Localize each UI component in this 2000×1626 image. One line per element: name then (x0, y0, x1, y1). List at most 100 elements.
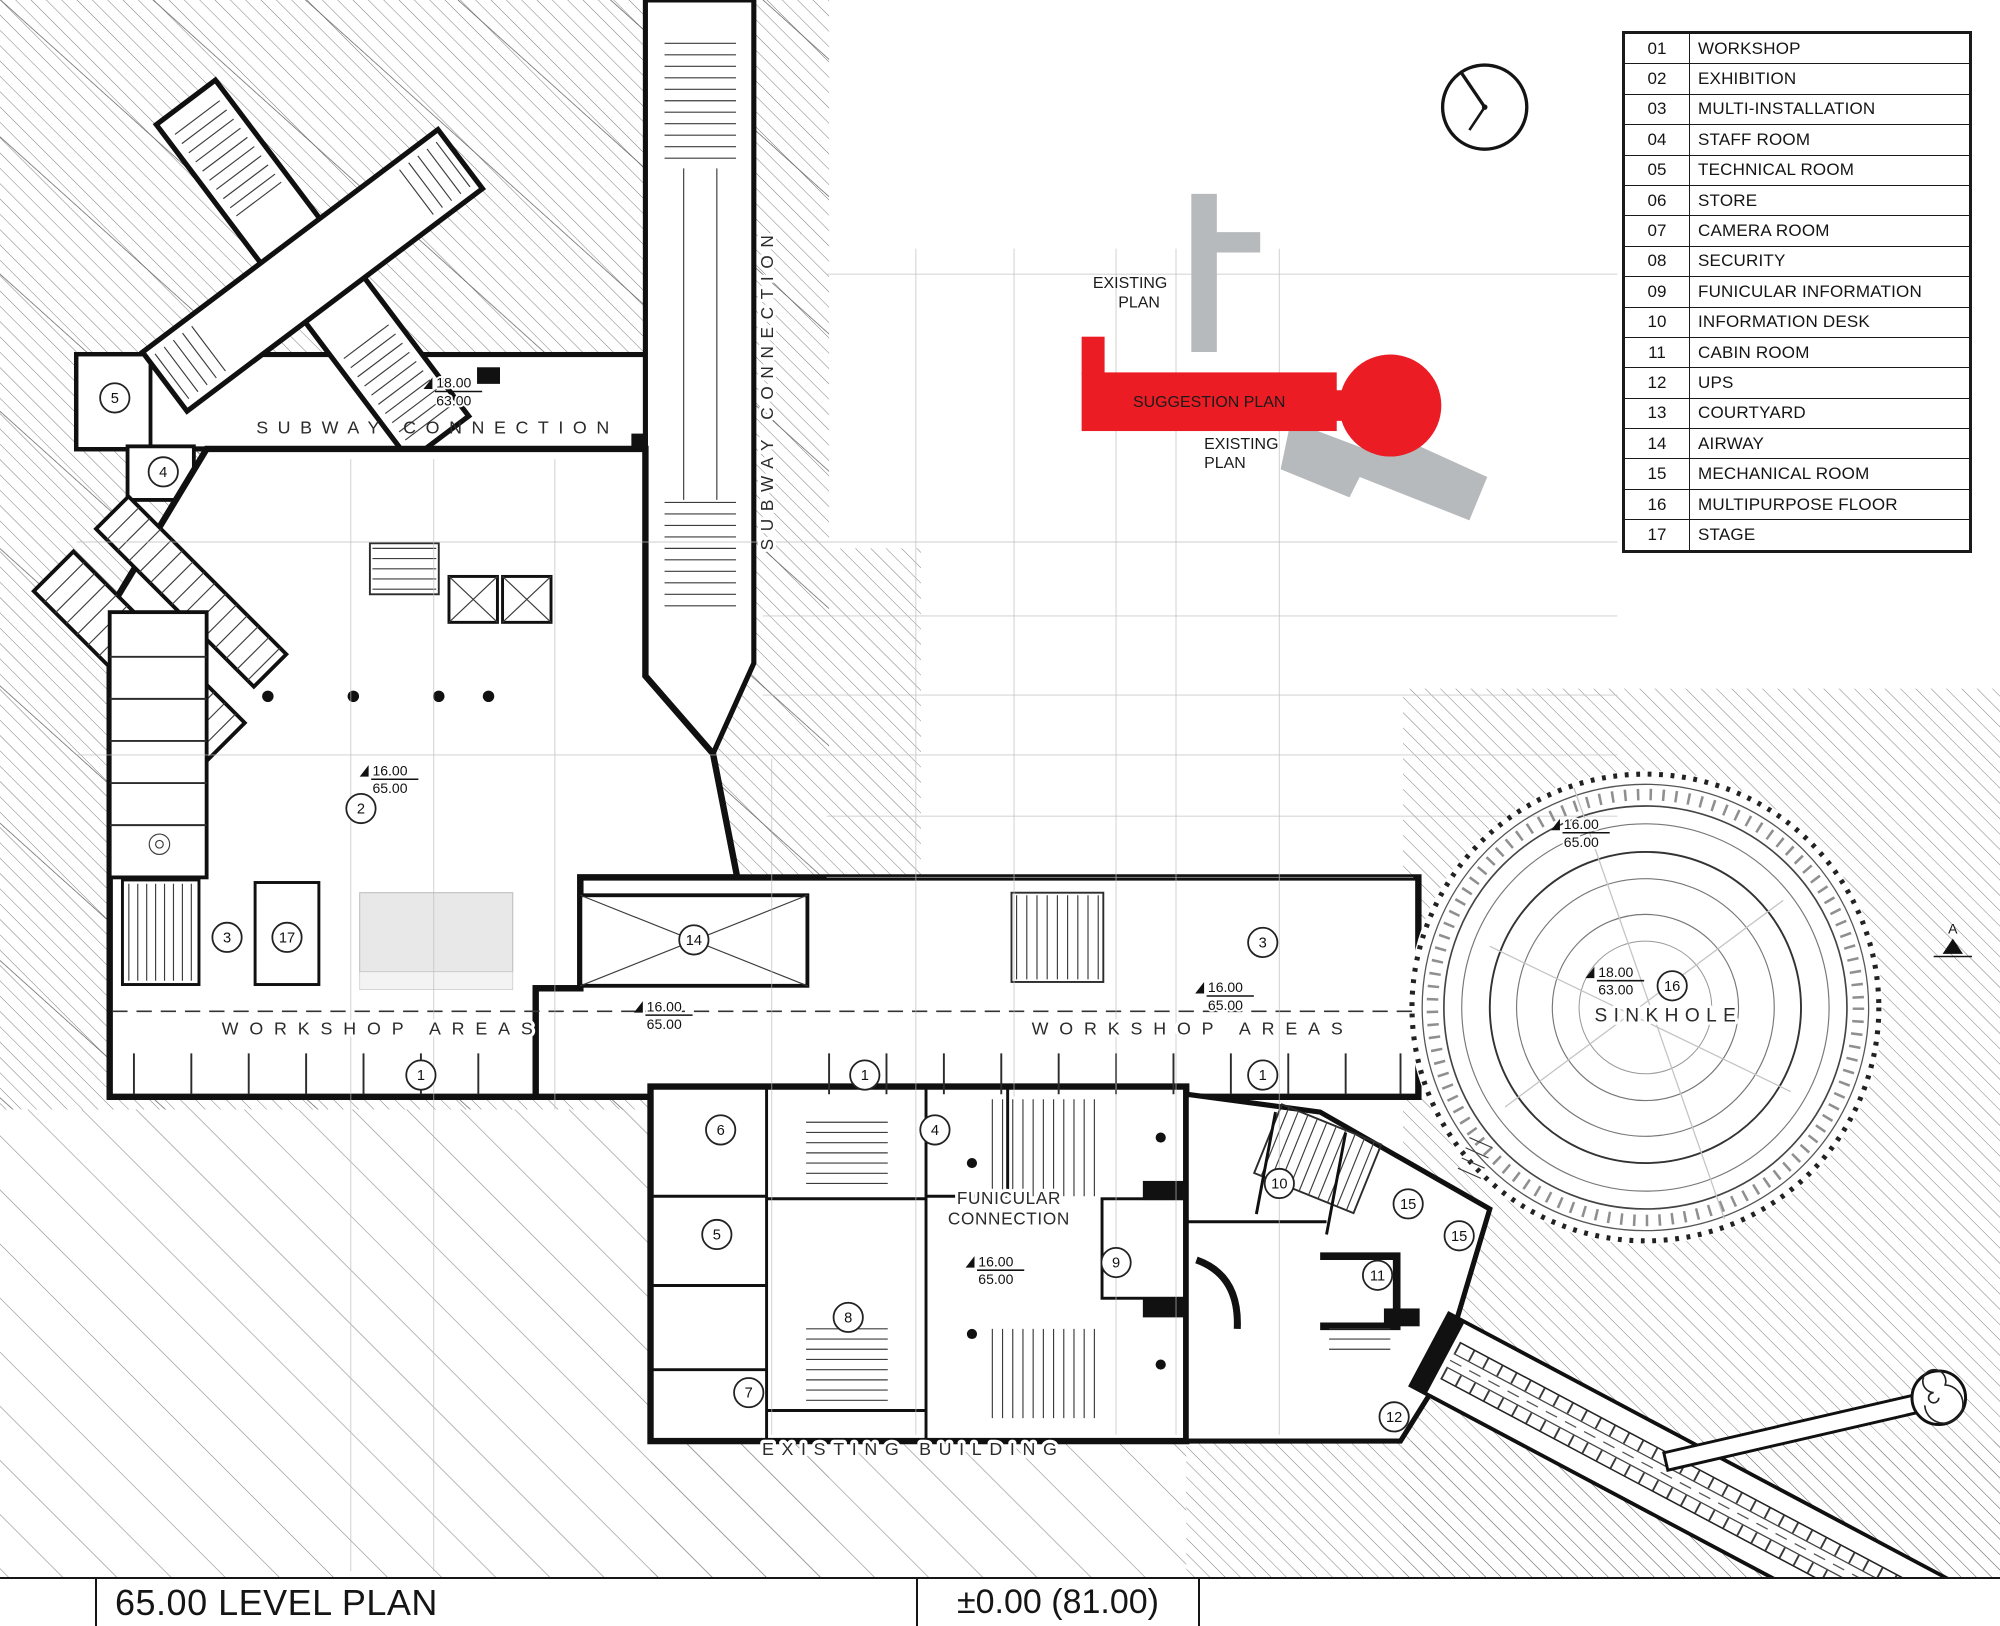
room-marker: 1 (1247, 1059, 1279, 1091)
room-marker-number: 15 (1451, 1229, 1467, 1245)
legend-room-number: 16 (1624, 488, 1690, 521)
room-marker: 17 (271, 921, 303, 953)
room-marker: 11 (1361, 1259, 1394, 1291)
legend-room-number: 06 (1624, 184, 1690, 217)
room-marker: 1 (405, 1059, 437, 1091)
legend-room-label: COURTYARD (1689, 397, 1970, 430)
existing-building-label: EXISTING BUILDING (762, 1439, 1065, 1459)
key-plan-existing-upper (1191, 193, 1261, 352)
room-marker-number: 2 (357, 802, 365, 818)
legend-room-number: 15 (1624, 458, 1690, 490)
legend-room-label: WORKSHOP (1689, 32, 1970, 65)
legend-room-label: INFORMATION DESK (1689, 306, 1970, 338)
room-marker: 4 (147, 456, 179, 488)
elevation-lower-value: 63.00 (1598, 982, 1633, 998)
escalator-bank-2 (93, 493, 290, 690)
legend-room-label: CAMERA ROOM (1689, 215, 1970, 247)
room-marker: 10 (1263, 1167, 1295, 1200)
room-marker: 16 (1656, 970, 1688, 1002)
legend-room-number: 02 (1624, 63, 1690, 95)
room-marker: 5 (99, 382, 131, 414)
gridlines (76, 248, 1618, 1572)
legend-room-label: MULTIPURPOSE FLOOR (1689, 488, 1970, 521)
legend-room-number: 03 (1624, 93, 1690, 126)
room-marker-number: 10 (1271, 1177, 1287, 1193)
clock-icon (1440, 63, 1529, 151)
room-marker-number: 5 (111, 391, 119, 407)
legend-room-number: 12 (1624, 367, 1690, 399)
band-stair-shaft (1010, 891, 1105, 983)
workshop-stalls (112, 1010, 1414, 1095)
datum-value: ±0.00 (81.00) (916, 1579, 1198, 1626)
legend-room-number: 11 (1624, 336, 1690, 369)
elevation-lower-value: 65.00 (372, 780, 407, 796)
room-marker-number: 6 (717, 1123, 725, 1139)
room-marker: 6 (705, 1114, 737, 1146)
room-marker-number: 9 (1112, 1256, 1120, 1272)
sinkhole-label: SINKHOLE (1594, 1006, 1742, 1027)
room-marker: 9 (1100, 1246, 1132, 1279)
room-marker: 2 (345, 792, 377, 825)
elevation-upper-value: 16.00 (372, 762, 407, 778)
key-plan: EXISTING PLAN SUGGESTION PLAN EXISTING P… (1081, 193, 1488, 521)
legend-room-number: 14 (1624, 428, 1690, 460)
annex-interior (1186, 1103, 1420, 1350)
room-marker: 4 (919, 1114, 951, 1146)
room-marker-number: 1 (417, 1068, 425, 1084)
key-plan-existing-bottom-label2: PLAN (1204, 455, 1246, 472)
room-marker-number: 15 (1400, 1197, 1416, 1213)
subway-connection-top-label: SUBWAY CONNECTION (256, 418, 619, 438)
plan-details (107, 367, 1420, 1442)
legend-room-number: 13 (1624, 397, 1690, 430)
stage-rooms (120, 878, 514, 991)
room-marker-number: 16 (1664, 979, 1680, 995)
legend-room-number: 01 (1624, 32, 1690, 65)
room-marker-number: 1 (861, 1068, 869, 1084)
room-marker-number: 17 (279, 930, 295, 946)
legend-room-label: UPS (1689, 367, 1970, 399)
legend-room-label: TECHNICAL ROOM (1689, 154, 1970, 186)
legend-room-label: AIRWAY (1689, 428, 1970, 460)
room-marker-number: 7 (745, 1386, 753, 1402)
key-plan-suggestion-bar (1081, 372, 1337, 432)
room-marker: 3 (1247, 926, 1279, 959)
workshop-areas-left-label: WORKSHOP AREAS (222, 1018, 544, 1038)
room-marker: 12 (1378, 1401, 1410, 1433)
room-marker: 7 (733, 1377, 765, 1409)
legend-room-label: STAFF ROOM (1689, 124, 1970, 156)
room-marker: 15 (1392, 1188, 1424, 1220)
key-plan-existing-top-label2: PLAN (1118, 294, 1160, 311)
escalator-cross (138, 76, 487, 465)
level-title: 65.00 LEVEL PLAN (115, 1581, 438, 1623)
sinkhole-disc (1408, 770, 1883, 1245)
sinkhole (1409, 771, 1882, 1244)
funicular-connection-label-line2: CONNECTION (948, 1208, 1070, 1228)
elevation-lower-value: 65.00 (1208, 997, 1243, 1013)
room-marker-number: 12 (1386, 1410, 1402, 1426)
legend-room-label: FUNICULAR INFORMATION (1689, 276, 1970, 308)
room-marker: 14 (678, 924, 710, 956)
title-bar: 65.00 LEVEL PLAN ±0.00 (81.00) (0, 1577, 2000, 1626)
room-marker-number: 4 (159, 465, 167, 481)
lockers-strip (107, 610, 209, 880)
legend-room-number: 10 (1624, 306, 1690, 338)
key-plan-suggestion-circle (1339, 354, 1442, 457)
room-marker-number: 1 (1259, 1068, 1267, 1084)
